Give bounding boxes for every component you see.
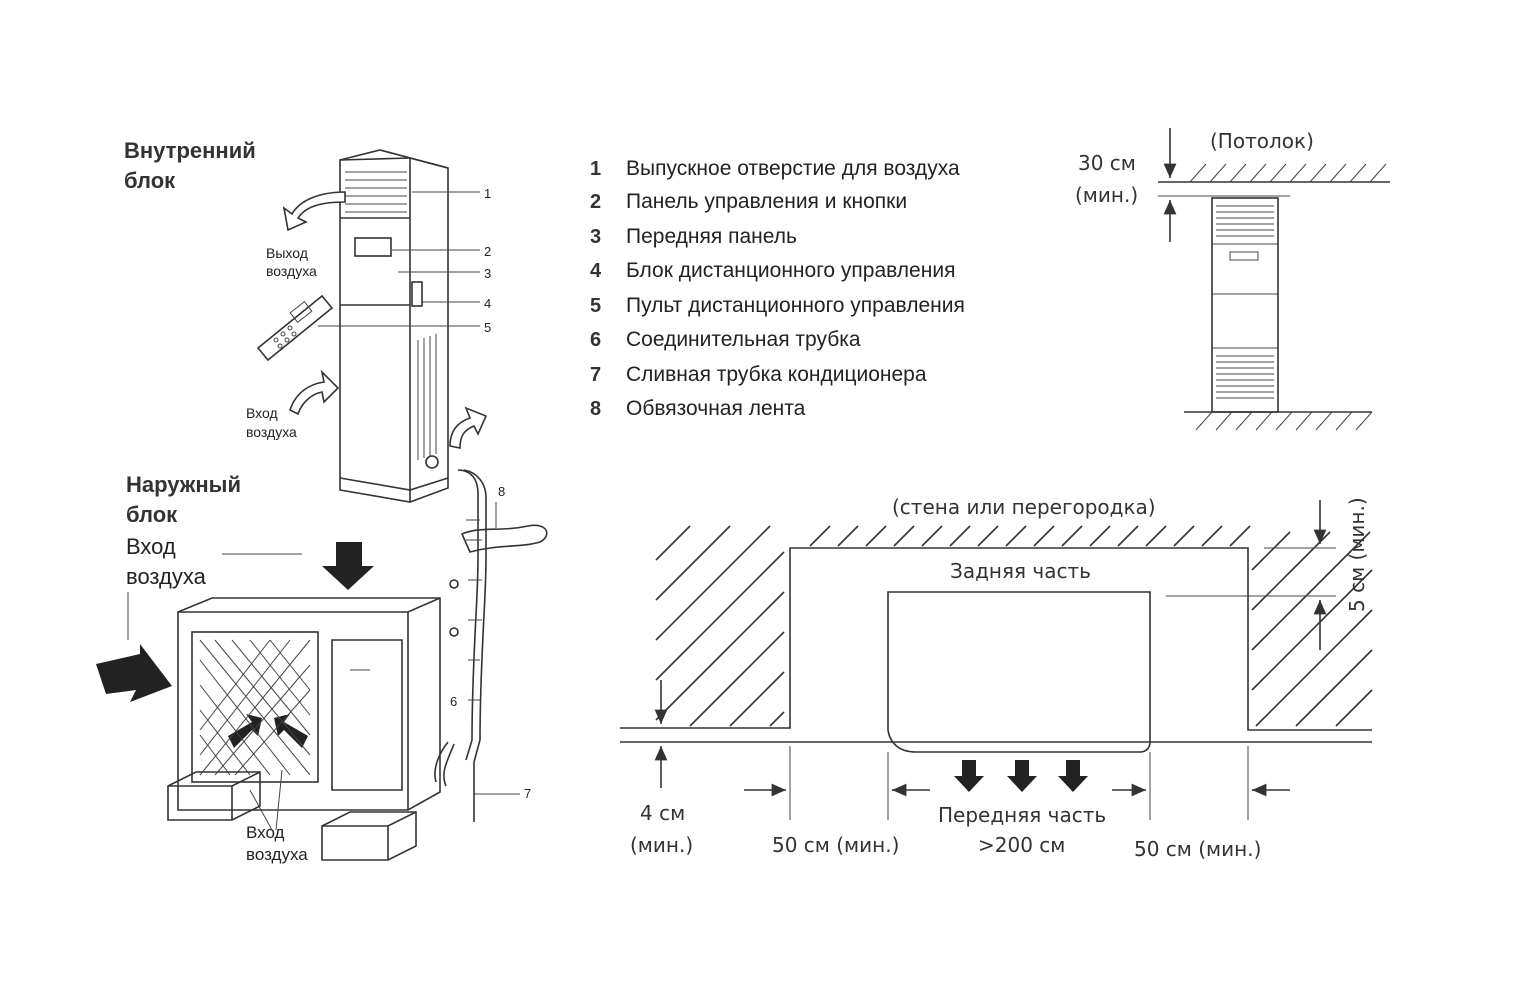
air-out-arrow-icon <box>282 191 346 232</box>
svg-text:Наружный: Наружный <box>126 472 241 497</box>
floor-distance: 4 см <box>640 801 685 825</box>
svg-text:Выход: Выход <box>266 245 308 261</box>
legend-item: 2 Панель управления и кнопки <box>590 190 907 213</box>
svg-text:Внутренний: Внутренний <box>124 138 256 163</box>
legend-item: 4 Блок дистанционного управления <box>590 259 955 282</box>
air-in-arrow-icon <box>289 369 488 449</box>
svg-text:воздуха: воздуха <box>266 263 317 279</box>
svg-text:3: 3 <box>590 226 601 248</box>
svg-text:Обвязочная лента: Обвязочная лента <box>626 397 806 420</box>
back-distance: 5 см (мин.) <box>1345 497 1369 612</box>
svg-text:1: 1 <box>590 158 601 180</box>
svg-text:3: 3 <box>484 266 491 281</box>
front-label: Передняя часть <box>938 803 1106 827</box>
svg-text:8: 8 <box>590 398 601 420</box>
svg-text:6: 6 <box>450 694 457 709</box>
connecting-pipe <box>434 469 520 822</box>
svg-text:блок: блок <box>124 168 176 193</box>
outdoor-air-in-label: Вход воздуха <box>126 534 207 589</box>
svg-text:1: 1 <box>484 186 491 201</box>
svg-text:6: 6 <box>590 329 601 351</box>
svg-text:Выпускное отверстие для воздух: Выпускное отверстие для воздуха <box>626 157 960 180</box>
svg-text:7: 7 <box>590 364 601 386</box>
legend-item: 3 Передняя панель <box>590 225 797 248</box>
outdoor-unit-title: Наружный блок <box>126 472 241 527</box>
ceiling-distance: 30 см <box>1078 151 1136 175</box>
wall-label: (стена или перегородка) <box>892 495 1156 519</box>
air-out-label: Выход воздуха <box>266 245 317 279</box>
svg-text:Вход: Вход <box>126 534 176 559</box>
svg-text:Блок дистанционного управления: Блок дистанционного управления <box>626 259 955 282</box>
legend-item: 5 Пульт дистанционного управления <box>590 294 965 317</box>
floor-min: (мин.) <box>630 833 693 857</box>
ceiling-min: (мин.) <box>1075 183 1138 207</box>
outdoor-unit-drawing <box>167 597 441 861</box>
svg-text:2: 2 <box>484 244 491 259</box>
side-left-distance: 50 см (мин.) <box>772 833 899 857</box>
outdoor-air-arrows-icon <box>96 542 374 748</box>
svg-text:2: 2 <box>590 191 601 213</box>
side-right-distance: 50 см (мин.) <box>1134 837 1261 861</box>
svg-text:Пульт дистанционного управлени: Пульт дистанционного управления <box>626 294 965 317</box>
binding-tape <box>449 502 548 637</box>
svg-text:Соединительная трубка: Соединительная трубка <box>626 328 861 351</box>
front-airflow-arrows-icon <box>954 760 1088 792</box>
legend-item: 7 Сливная трубка кондиционера <box>590 363 927 386</box>
svg-text:блок: блок <box>126 502 178 527</box>
indoor-unit-drawing <box>339 149 449 503</box>
svg-text:воздуха: воздуха <box>126 564 207 589</box>
svg-text:7: 7 <box>524 786 531 801</box>
svg-text:воздуха: воздуха <box>246 845 308 864</box>
front-distance: >200 см <box>978 833 1065 857</box>
callout-lines <box>318 191 480 327</box>
svg-text:4: 4 <box>590 260 602 282</box>
legend-item: 8 Обвязочная лента <box>590 397 806 420</box>
svg-text:воздуха: воздуха <box>246 424 297 440</box>
svg-text:Передняя панель: Передняя панель <box>626 225 797 248</box>
legend: 1 Выпускное отверстие для воздуха 2 Пане… <box>590 157 965 420</box>
svg-text:Вход: Вход <box>246 405 278 421</box>
svg-text:8: 8 <box>498 484 505 499</box>
legend-item: 1 Выпускное отверстие для воздуха <box>590 157 960 180</box>
wall-clearance-diagram: (стена или перегородка) <box>620 495 1373 861</box>
svg-text:4: 4 <box>484 296 491 311</box>
outdoor-air-in-bottom-label: Вход воздуха <box>246 823 308 864</box>
remote-control-icon <box>256 294 334 362</box>
svg-text:5: 5 <box>590 295 601 317</box>
back-label: Задняя часть <box>950 559 1091 583</box>
svg-text:Сливная трубка кондиционера: Сливная трубка кондиционера <box>626 363 927 386</box>
legend-item: 6 Соединительная трубка <box>590 328 861 351</box>
ceiling-clearance-diagram: (Потолок) 30 см (мин.) <box>1075 128 1390 431</box>
indoor-unit-title: Внутренний блок <box>124 138 256 193</box>
ceiling-label: (Потолок) <box>1210 129 1314 153</box>
svg-text:5: 5 <box>484 320 491 335</box>
svg-text:Панель управления и кнопки: Панель управления и кнопки <box>626 190 907 213</box>
svg-text:Вход: Вход <box>246 823 285 842</box>
air-in-label: Вход воздуха <box>246 405 297 440</box>
callout-numbers: 1 2 3 4 5 6 7 8 <box>450 186 531 801</box>
